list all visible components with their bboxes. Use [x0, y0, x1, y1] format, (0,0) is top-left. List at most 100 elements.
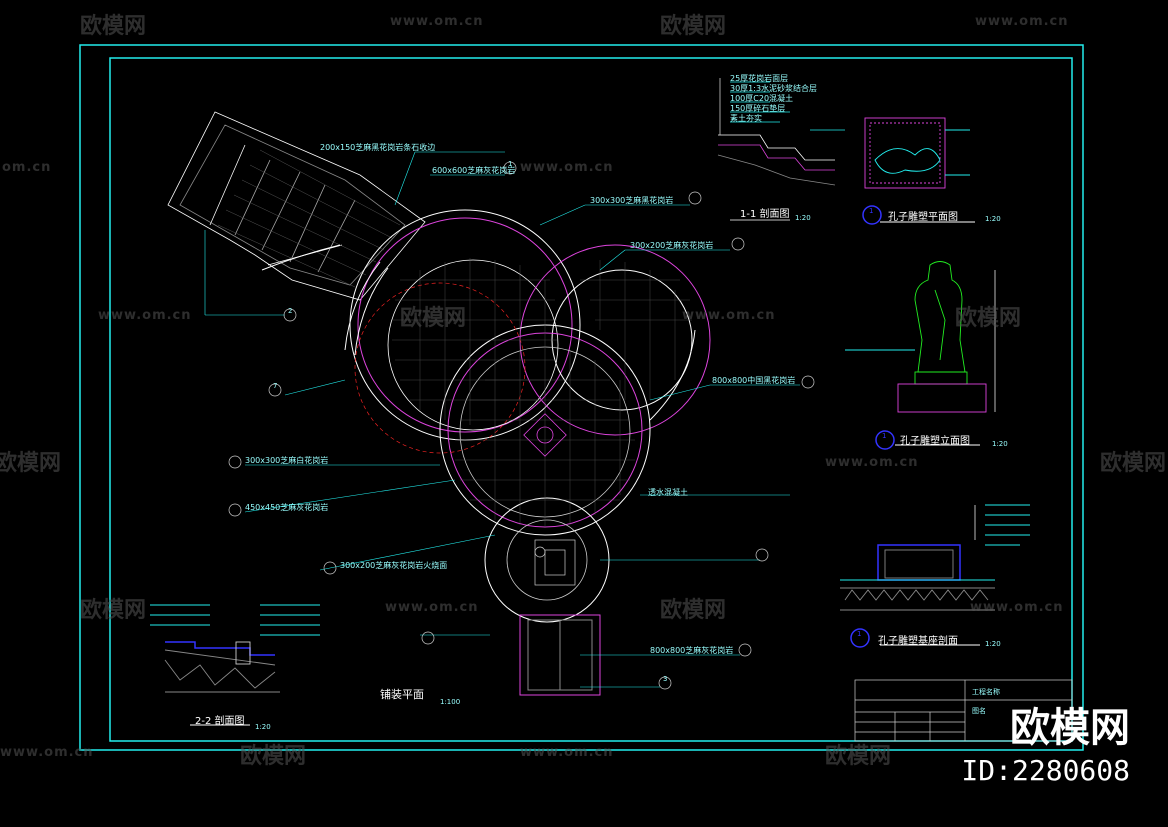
- watermark-url: www.om.cn: [682, 308, 776, 323]
- bubble-number: 2: [288, 307, 293, 315]
- bubble-number: 7: [273, 382, 278, 390]
- watermark-logo: 欧模网: [660, 14, 727, 39]
- legend-line: 25厚花岗岩面层: [730, 74, 789, 83]
- statue-plan-title: 孔子雕塑平面图: [888, 212, 958, 223]
- bubble-number: 1: [857, 630, 862, 638]
- watermark-logo: 欧模网: [400, 306, 467, 331]
- bench-arc-left: [344, 261, 381, 351]
- cad-stroke-circle: [421, 631, 435, 645]
- section-2-2: [150, 604, 320, 726]
- cad-stroke-rect: [534, 539, 576, 586]
- plaza-ring-dashed: [354, 282, 526, 454]
- watermark-url: www.om.cn: [98, 308, 192, 323]
- confucius-statue-outline: [914, 261, 966, 373]
- cad-stroke-rect: [869, 122, 941, 184]
- cad-stroke-circle: [850, 628, 870, 648]
- lower-plaza-detail: [534, 539, 576, 586]
- callout-text: 200x150芝麻黑花岗岩条石收边: [320, 143, 436, 152]
- cad-stroke-path: [844, 589, 989, 601]
- watermark-url-short: om.cn: [2, 160, 52, 175]
- watermark-url: www.om.cn: [385, 600, 479, 615]
- cad-stroke-line: [259, 149, 401, 226]
- cad-stroke-polygon: [179, 124, 406, 286]
- outer-border: [79, 44, 1084, 751]
- cad-stroke-circle: [268, 383, 282, 397]
- callout-text: 800x800中国黑花岗岩: [712, 376, 796, 385]
- cad-stroke-rect: [884, 549, 954, 579]
- statue-plan-detail: [862, 117, 975, 225]
- callout-text: 300x200芝麻灰花岗岩: [630, 241, 714, 250]
- watermark-logo: 欧模网: [660, 598, 727, 623]
- cad-stroke-rect: [914, 371, 968, 385]
- brand-logo: 欧模网: [1010, 705, 1130, 751]
- cad-stroke-line: [234, 159, 271, 236]
- cad-stroke-line: [233, 194, 377, 263]
- bench-arc-upper: [261, 244, 341, 271]
- leader-lines: [204, 151, 800, 688]
- legend-line: 100厚C20混凝土: [730, 94, 794, 103]
- callout-text: 300x200芝麻灰花岗岩火烧面: [340, 561, 448, 570]
- statue-base-section: [840, 504, 1030, 648]
- watermark-logo: 欧模网: [80, 598, 147, 623]
- watermark-url: www.om.cn: [520, 160, 614, 175]
- callout-text: 300x300芝麻黑花岗岩: [590, 196, 674, 205]
- watermark-url: www.om.cn: [825, 455, 919, 470]
- cad-stroke-line: [649, 384, 711, 401]
- callout-text: 300x300芝麻白花岗岩: [245, 456, 329, 465]
- callout-bubbles: [228, 161, 815, 690]
- cad-stroke-circle: [875, 430, 895, 450]
- cad-stroke-line: [225, 209, 367, 276]
- watermark-logo: 欧模网: [240, 744, 307, 769]
- cad-stroke-path: [934, 289, 946, 361]
- legend-line: 素土夯实: [730, 114, 762, 123]
- callout-text: 透水混凝土: [648, 488, 688, 497]
- cad-stroke-path: [718, 144, 835, 171]
- bubble-number: 3: [663, 675, 668, 683]
- watermark-logo: 欧模网: [80, 14, 147, 39]
- cad-stroke-circle: [503, 161, 517, 175]
- watermark-logo: 欧模网: [1100, 451, 1167, 476]
- cad-stroke-circle: [658, 676, 672, 690]
- bubble-number: 1: [882, 432, 887, 440]
- cad-stroke-path: [718, 134, 835, 161]
- watermark-url: www.om.cn: [975, 14, 1069, 29]
- plan-title: 铺装平面: [380, 688, 424, 701]
- paving-plan: [167, 111, 711, 696]
- cad-stroke-line: [217, 224, 356, 288]
- cad-stroke-circle: [228, 503, 242, 517]
- cad-stroke-rect: [854, 679, 1073, 742]
- cad-stroke-line: [539, 204, 586, 226]
- cad-stroke-line: [317, 199, 356, 273]
- legend-line: 150厚碎石垫层: [730, 104, 786, 113]
- plaza-ring-lower-inner: [506, 519, 588, 601]
- statue-elevation-detail: [845, 261, 996, 450]
- watermark-url: www.om.cn: [0, 745, 94, 760]
- cad-stroke-line: [261, 171, 301, 251]
- cad-stroke-circle: [534, 546, 546, 558]
- bubble-number: 1: [508, 160, 513, 168]
- section-1-1: [717, 78, 845, 221]
- section-2-2-scale: 1:20: [255, 723, 271, 731]
- cad-stroke-circle: [801, 375, 815, 389]
- model-id-label: ID:2280608: [961, 754, 1130, 787]
- cad-stroke-circle: [738, 643, 752, 657]
- title-block-project: 工程名称: [972, 688, 1000, 696]
- cad-stroke-rect: [523, 413, 567, 457]
- plan-scale: 1:100: [440, 698, 461, 706]
- statue-base-title: 孔子雕塑基座剖面: [878, 636, 958, 647]
- cad-stroke-line: [284, 379, 346, 396]
- cad-stroke-path: [717, 154, 836, 186]
- watermark-logo: 欧模网: [955, 306, 1022, 331]
- cad-stroke-circle: [228, 455, 242, 469]
- cad-stroke-circle: [283, 308, 297, 322]
- cad-stroke-line: [244, 479, 456, 513]
- section-1-1-title: 1-1 剖面图: [740, 209, 790, 220]
- bubble-number: 1: [869, 207, 874, 215]
- grid-paving: [392, 258, 692, 528]
- cad-stroke-rect: [897, 383, 987, 413]
- cad-stroke-line: [209, 144, 246, 226]
- cad-stroke-circle: [688, 191, 702, 205]
- cad-stroke-circle: [323, 561, 337, 575]
- cad-stroke-circle: [862, 205, 882, 225]
